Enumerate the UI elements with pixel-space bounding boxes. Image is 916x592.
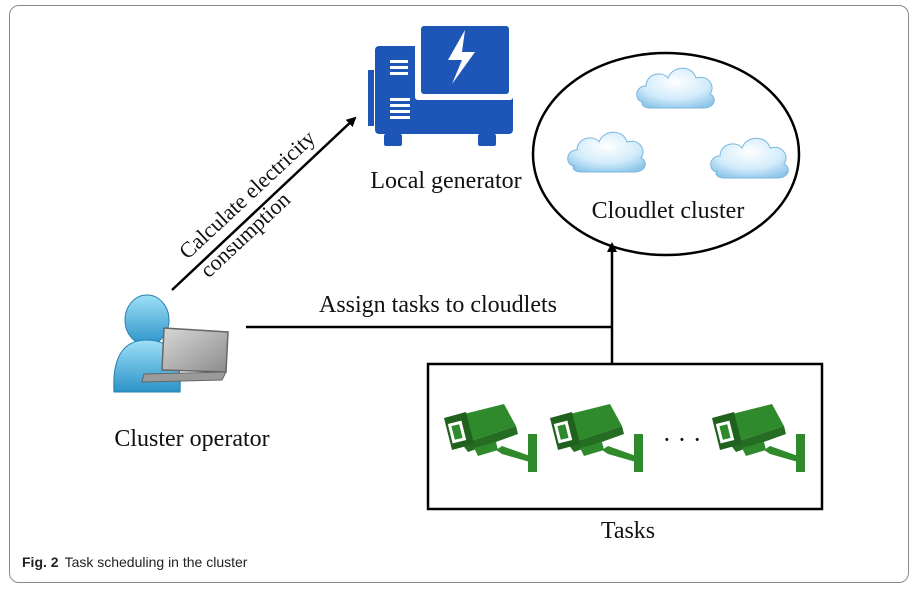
camera-icon bbox=[444, 404, 537, 472]
local-generator-label: Local generator bbox=[370, 168, 521, 194]
figure-number: Fig. 2 bbox=[22, 554, 59, 570]
cloudlet-cluster-boundary bbox=[531, 51, 801, 257]
cloud-icon bbox=[567, 131, 646, 173]
electricity-arrow bbox=[171, 116, 357, 291]
tasks-label: Tasks bbox=[601, 518, 655, 544]
ellipsis: · · · bbox=[663, 425, 702, 454]
figure-caption: Fig. 2 Task scheduling in the cluster bbox=[22, 554, 247, 570]
caption-text: Task scheduling in the cluster bbox=[64, 554, 248, 570]
cloud-icon bbox=[710, 137, 789, 179]
camera-icon bbox=[712, 404, 805, 472]
assign-label: Assign tasks to cloudlets bbox=[319, 292, 557, 318]
generator-icon bbox=[368, 22, 513, 146]
laptop-icon bbox=[141, 327, 229, 383]
lightning-icon bbox=[448, 30, 475, 84]
cloud-icon bbox=[636, 67, 715, 109]
cloudlet-cluster-label: Cloudlet cluster bbox=[592, 198, 745, 224]
cluster-operator-label: Cluster operator bbox=[114, 426, 269, 452]
camera-icon bbox=[550, 404, 643, 472]
tasks-box bbox=[426, 362, 824, 511]
